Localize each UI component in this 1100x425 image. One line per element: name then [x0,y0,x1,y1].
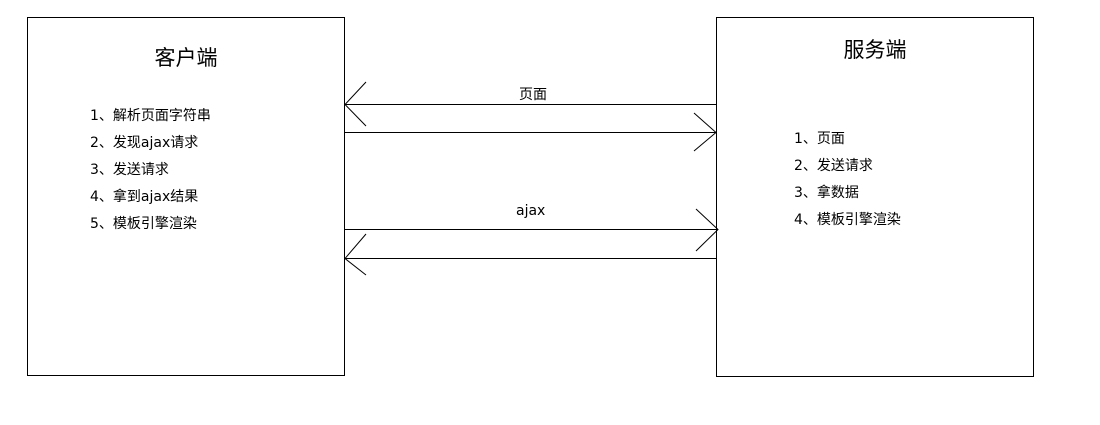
arrow-ajax-to-client [344,233,716,276]
ajax-arrow-label: ajax [516,203,546,219]
arrow-page-to-client [344,81,716,127]
client-step: 2、发现ajax请求 [90,135,199,151]
arrow-ajax-to-server [345,208,719,252]
server-box: 服务端 1、页面 2、发送请求 3、拿数据 4、模板引擎渲染 [716,17,1034,377]
client-step: 1、解析页面字符串 [90,108,211,124]
server-steps: 1、页面 2、发送请求 3、拿数据 4、模板引擎渲染 [794,126,901,234]
page-arrow-label: 页面 [519,87,547,103]
server-step: 2、发送请求 [794,158,873,174]
client-steps: 1、解析页面字符串 2、发现ajax请求 3、发送请求 4、拿到ajax结果 5… [90,103,211,238]
client-step: 3、发送请求 [90,162,169,178]
server-step: 4、模板引擎渲染 [794,212,901,228]
arrow-request-to-server [345,112,717,152]
client-step: 4、拿到ajax结果 [90,189,199,205]
client-box: 客户端 1、解析页面字符串 2、发现ajax请求 3、发送请求 4、拿到ajax… [27,17,345,376]
client-title: 客户端 [154,46,218,70]
client-step: 5、模板引擎渲染 [90,216,197,232]
server-step: 3、拿数据 [794,185,859,201]
server-title: 服务端 [843,38,907,62]
server-step: 1、页面 [794,131,845,147]
